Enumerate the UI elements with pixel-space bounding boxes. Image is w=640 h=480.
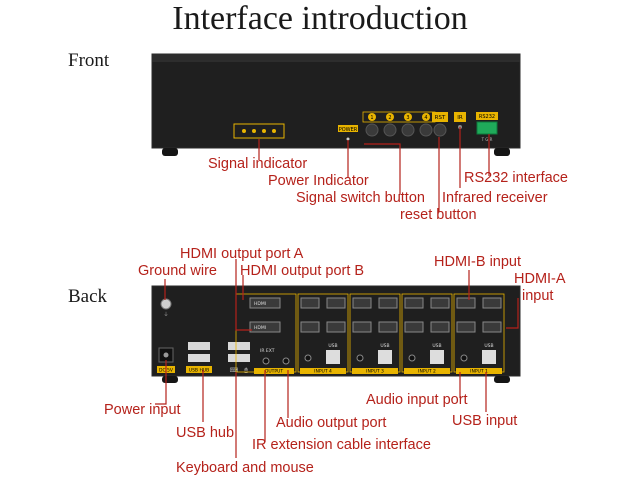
label-usb-input: USB input bbox=[452, 413, 518, 429]
output-text: OUTPUT bbox=[265, 369, 284, 375]
ir-ext-text: IR EXT bbox=[260, 348, 275, 354]
switch-button-4 bbox=[419, 123, 433, 137]
switch-button-3 bbox=[401, 123, 415, 137]
label-hdmi-output-a: HDMI output port A bbox=[180, 246, 304, 262]
label-ir-extension: IR extension cable interface bbox=[252, 437, 431, 453]
svg-text:INPUT 4: INPUT 4 bbox=[314, 369, 332, 375]
ir-text: IR bbox=[457, 115, 463, 121]
input-2-block: USB INPUT 2 bbox=[401, 293, 453, 375]
label-infrared-receiver: Infrared receiver bbox=[442, 190, 548, 206]
back-device: ⏚ DC 5V USB HUB ⌨ 🖱 HDMI HDMI IR EXT OUT… bbox=[151, 285, 521, 383]
rst-text: RST bbox=[435, 115, 446, 121]
label-power-input: Power input bbox=[104, 402, 181, 418]
page-title: Interface introduction bbox=[172, 0, 468, 37]
input-4-block: USB INPUT 4 bbox=[297, 293, 349, 375]
switch-button-1 bbox=[365, 123, 379, 137]
label-hdmi-a-input-line2: input bbox=[522, 288, 554, 304]
svg-text:USB: USB bbox=[484, 343, 493, 349]
svg-text:USB: USB bbox=[432, 343, 441, 349]
label-audio-output: Audio output port bbox=[276, 415, 387, 431]
label-usb-hub: USB hub bbox=[176, 425, 235, 441]
svg-text:T G R: T G R bbox=[481, 137, 493, 142]
label-hdmi-a-input-line1: HDMI-A bbox=[514, 271, 566, 287]
svg-text:INPUT 2: INPUT 2 bbox=[418, 369, 436, 375]
front-section-title: Front bbox=[68, 50, 110, 71]
label-hdmi-output-b: HDMI output port B bbox=[240, 263, 365, 279]
svg-text:🖱: 🖱 bbox=[244, 367, 248, 374]
input-1-block: USB INPUT 1 bbox=[453, 293, 505, 375]
svg-text:INPUT 3: INPUT 3 bbox=[366, 369, 384, 375]
svg-text:1: 1 bbox=[370, 115, 373, 121]
svg-text:2: 2 bbox=[388, 115, 391, 121]
svg-text:INPUT 1: INPUT 1 bbox=[470, 369, 488, 375]
label-signal-switch-button: Signal switch button bbox=[296, 190, 425, 206]
svg-text:3: 3 bbox=[406, 115, 409, 121]
power-text: POWER bbox=[339, 127, 358, 133]
rs232-text: RS232 bbox=[479, 114, 495, 120]
front-device: POWER 1 2 3 4 RST IR RS232 T G R bbox=[151, 53, 521, 156]
ground-screw bbox=[160, 298, 172, 310]
svg-text:USB: USB bbox=[328, 343, 337, 349]
signal-indicator-box bbox=[233, 123, 285, 139]
label-rs232-interface: RS232 interface bbox=[464, 170, 568, 186]
label-reset-button: reset button bbox=[400, 207, 477, 223]
switch-button-2 bbox=[383, 123, 397, 137]
label-hdmi-b-input: HDMI-B input bbox=[434, 254, 522, 270]
label-ground-wire: Ground wire bbox=[138, 263, 217, 279]
reset-button bbox=[433, 123, 447, 137]
label-power-indicator: Power Indicator bbox=[268, 173, 369, 189]
svg-text:⌨: ⌨ bbox=[230, 367, 239, 374]
label-audio-input: Audio input port bbox=[366, 392, 468, 408]
svg-text:HDMI: HDMI bbox=[254, 301, 266, 307]
svg-text:USB: USB bbox=[380, 343, 389, 349]
back-section-title: Back bbox=[68, 286, 108, 307]
svg-text:⏚: ⏚ bbox=[163, 311, 168, 318]
svg-text:HDMI: HDMI bbox=[254, 325, 266, 331]
label-signal-indicator: Signal indicator bbox=[208, 156, 308, 172]
svg-text:4: 4 bbox=[424, 115, 427, 121]
label-keyboard-mouse: Keyboard and mouse bbox=[176, 460, 314, 476]
usb-hub-text: USB HUB bbox=[189, 368, 209, 374]
rs232-terminal bbox=[476, 121, 498, 135]
input-3-block: USB INPUT 3 bbox=[349, 293, 401, 375]
